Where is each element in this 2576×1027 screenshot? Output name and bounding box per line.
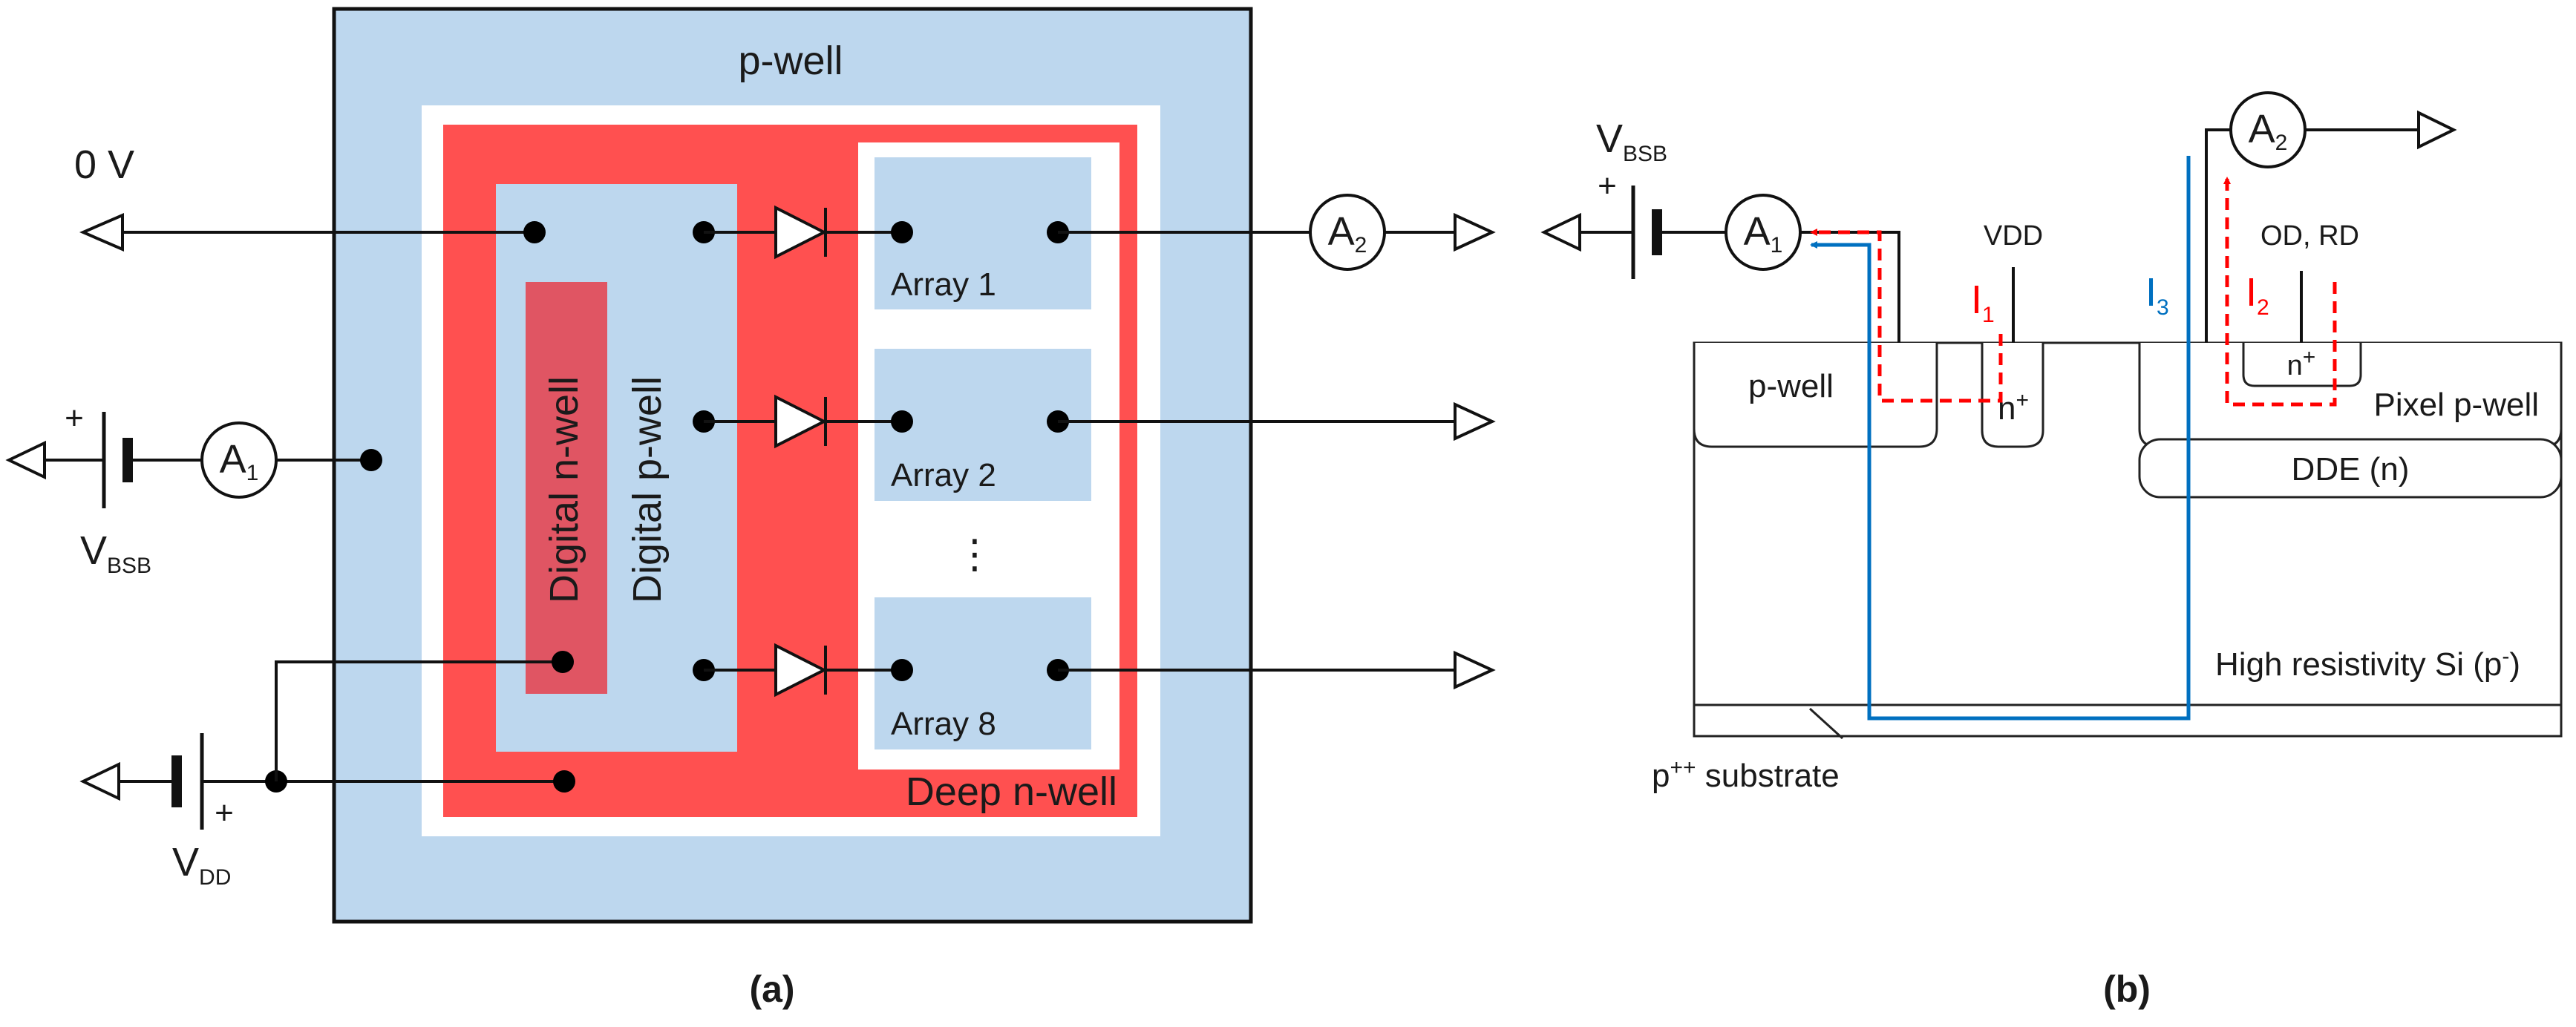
- contact-dot: [891, 659, 913, 681]
- substrate-pointer: [1808, 707, 1844, 740]
- high-resistivity-label: High resistivity Si (p-): [2215, 644, 2520, 683]
- contact-dot: [553, 770, 575, 793]
- ground-symbol: [1454, 212, 1496, 252]
- vdd-ground-symbol: [79, 761, 120, 801]
- dde-region: [2138, 438, 2563, 499]
- zero-v-label: 0 V: [74, 142, 134, 187]
- dde-label: DDE (n): [2292, 451, 2410, 488]
- n-plus-contact-region: [1981, 343, 2044, 448]
- deep-n-well-label: Deep n-well: [906, 770, 1117, 814]
- vbsb-ground-symbol: [1540, 212, 1581, 252]
- caption-b: (b): [2103, 968, 2151, 1010]
- digital-n-well-label: Digital n-well: [542, 376, 586, 603]
- ground-symbol: [1454, 401, 1496, 442]
- p-well-contact-wire: [1800, 231, 1900, 343]
- diode-icon: [774, 643, 828, 698]
- od-rd-label: OD, RD: [2260, 220, 2359, 252]
- current-i2-path: [2223, 177, 2337, 407]
- contact-dot: [891, 410, 913, 433]
- vdd-label: VDD: [172, 840, 231, 890]
- vbsb-plus-sign: +: [65, 400, 84, 436]
- vdd-label: VDD: [1984, 220, 2043, 252]
- contact-dot: [552, 651, 574, 673]
- contact-dot: [360, 449, 382, 471]
- contact-dot: [891, 221, 913, 243]
- substrate-label: p++ substrate: [1652, 755, 1840, 794]
- pixel-n-plus-label: n+: [2287, 345, 2316, 381]
- vbsb-plus-sign: +: [1598, 168, 1617, 204]
- p-well-region: [1693, 343, 1938, 448]
- pixel-p-well-contact-wire: [2205, 128, 2231, 343]
- caption-a: (a): [749, 968, 794, 1010]
- ammeter-a1-label: A1: [1744, 209, 1783, 257]
- panel-b: High resistivity Si (p-) p++ substrate p…: [1540, 91, 2563, 1010]
- p-well-label: p-well: [738, 39, 843, 83]
- panel-a: p-well Deep n-well Digital n-well Digita…: [5, 7, 1496, 1010]
- digital-p-well-label: Digital p-well: [625, 376, 670, 603]
- diode-icon: [774, 205, 828, 260]
- ground-symbol: [1454, 650, 1496, 690]
- p-well-label: p-well: [1748, 368, 1834, 404]
- pixel-p-well-label: Pixel p-well: [2373, 387, 2539, 423]
- current-i3-label: I3: [2145, 270, 2169, 320]
- current-i1-label: I1: [1971, 278, 1995, 327]
- array-ellipsis: ⋮: [955, 532, 995, 577]
- diode-icon: [774, 394, 828, 449]
- ammeter-a2-label: A2: [1328, 209, 1367, 257]
- digital-n-well-region: [526, 282, 607, 694]
- current-i1-path: [1810, 229, 2003, 403]
- wire: [275, 660, 563, 781]
- vbsb-label: VBSB: [1596, 117, 1667, 166]
- ground-symbol: [2417, 110, 2457, 150]
- current-i3-path: [1810, 156, 2191, 721]
- array-1-label: Array 1: [891, 266, 996, 303]
- pixel-n-plus-region: [2242, 343, 2362, 387]
- ammeter-a2-label: A2: [2249, 107, 2288, 155]
- current-i2-label: I2: [2246, 270, 2269, 320]
- zero-v-ground-symbol: [79, 212, 124, 252]
- vdd-plus-sign: +: [215, 795, 234, 831]
- array-8-label: Array 8: [891, 706, 996, 742]
- vbsb-ground-symbol: [5, 440, 46, 480]
- vbsb-label: VBSB: [80, 528, 151, 578]
- ammeter-a1-label: A1: [220, 437, 259, 485]
- array-2-label: Array 2: [891, 457, 996, 493]
- contact-dot: [523, 221, 546, 243]
